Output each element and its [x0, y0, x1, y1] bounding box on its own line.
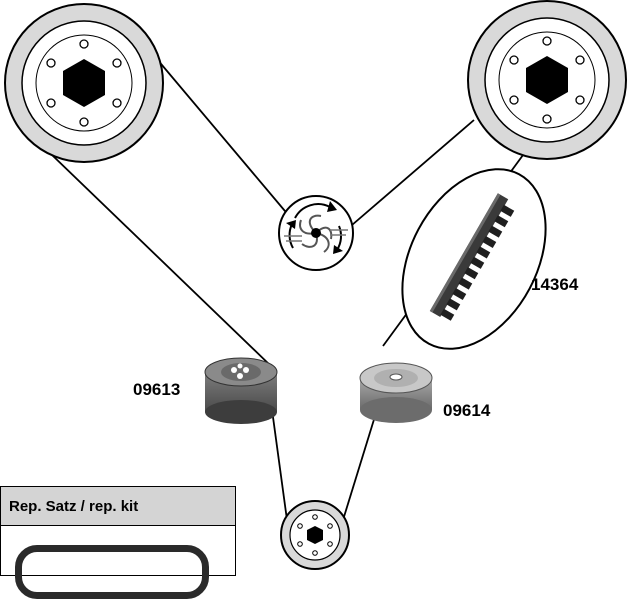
repair-kit-box: Rep. Satz / rep. kit	[0, 486, 236, 599]
part-number-timing-belt: 14364	[531, 275, 579, 294]
repair-kit-title: Rep. Satz / rep. kit	[1, 487, 235, 526]
camshaft-pulley-right	[467, 0, 627, 160]
part-number-tensioner-left: 09613	[133, 380, 180, 399]
repair-kit-belt-icon	[15, 545, 209, 599]
camshaft-pulley-left	[4, 3, 164, 163]
tensioner-roller-09613	[204, 357, 278, 424]
part-number-tensioner-right: 09614	[443, 401, 491, 420]
tensioner-roller-09614	[359, 362, 433, 423]
water-pump-icon	[278, 195, 354, 271]
timing-belt-diagram: 14364 09613 09614	[4, 0, 627, 570]
timing-belt-detail	[401, 168, 547, 350]
crankshaft-sprocket-icon	[280, 500, 350, 570]
